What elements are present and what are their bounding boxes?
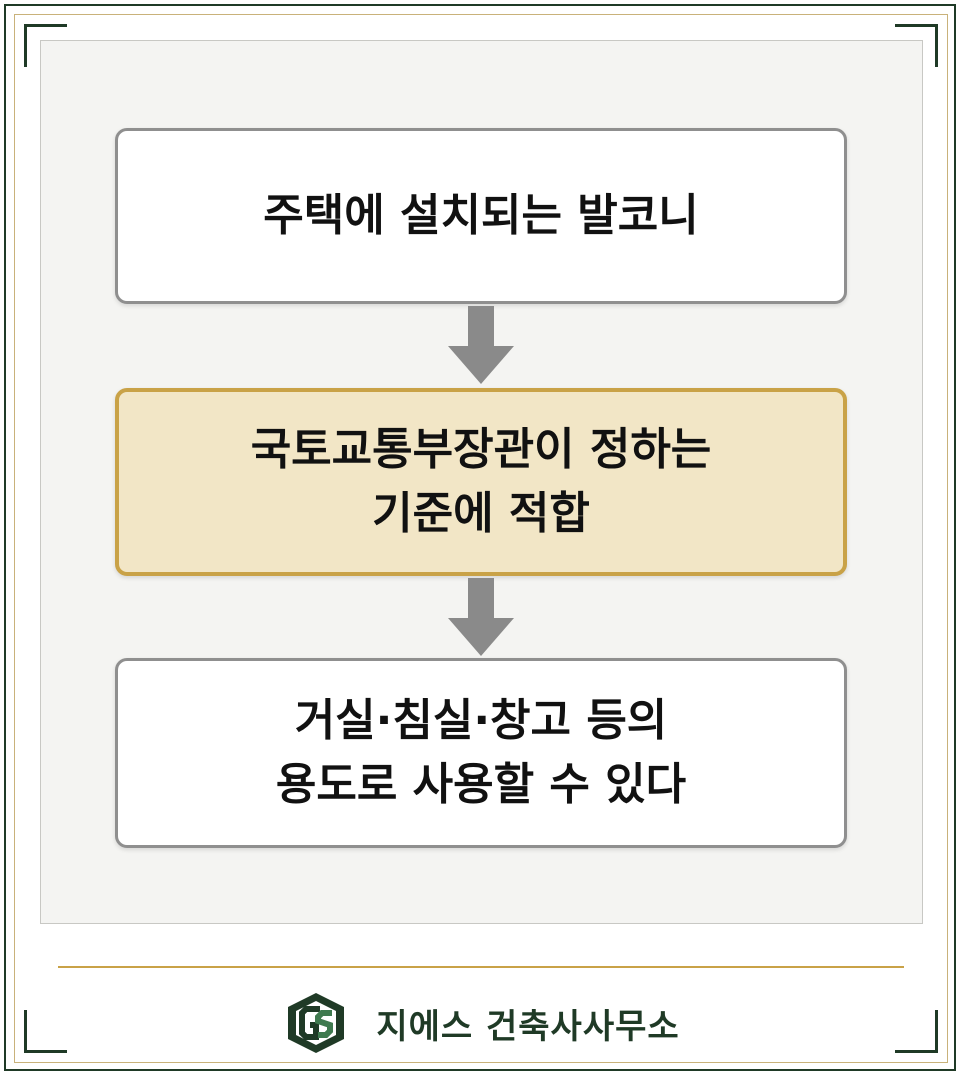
down-arrow-icon [446, 306, 516, 386]
gs-logo-icon [288, 993, 345, 1053]
flow-step-2-line-2: 기준에 적합 [372, 488, 590, 539]
footer: 지에스 건축사사무소 [0, 988, 962, 1058]
flow-step-1-box: 주택에 설치되는 발코니 [115, 128, 847, 304]
flow-step-3-line-1: 거실·침실·창고 등의 [294, 695, 668, 747]
corner-ornament-top-right [895, 24, 938, 67]
outer-frame [4, 4, 956, 1071]
corner-ornament-bottom-left [24, 1010, 67, 1053]
flow-step-1-text: 주택에 설치되는 발코니 [263, 190, 699, 242]
inner-gold-frame [14, 14, 948, 1063]
footer-divider [58, 966, 904, 968]
corner-ornament-top-left [24, 24, 67, 67]
corner-ornament-bottom-right [895, 1010, 938, 1053]
down-arrow-icon [446, 578, 516, 658]
flow-step-2-line-1: 국토교통부장관이 정하는 [250, 424, 712, 476]
brand-name: 지에스 건축사사무소 [376, 1006, 680, 1047]
flow-step-3-line-2: 용도로 사용할 수 있다 [275, 759, 687, 810]
flow-step-3-box: 거실·침실·창고 등의 용도로 사용할 수 있다 [115, 658, 847, 848]
flow-step-2-box: 국토교통부장관이 정하는 기준에 적합 [115, 388, 847, 576]
